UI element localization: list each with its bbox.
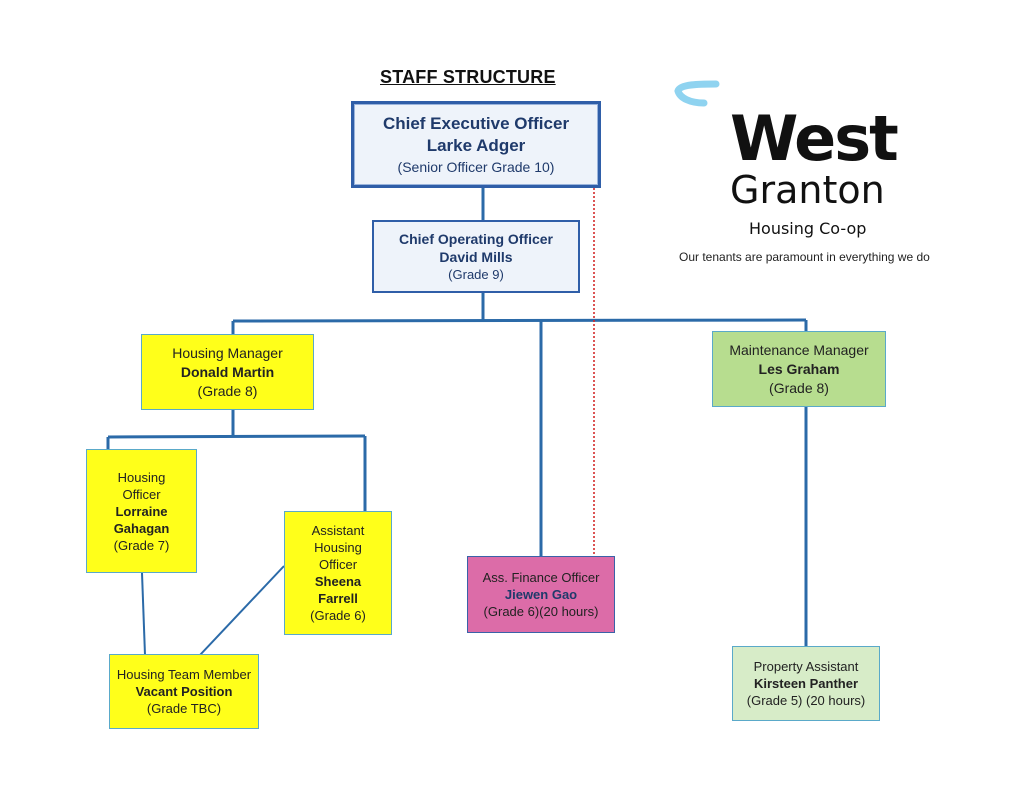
finance-officer-role: Ass. Finance Officer xyxy=(482,570,600,585)
property-assistant-role: Property Assistant xyxy=(753,659,859,674)
maintenance-manager-grade: (Grade 8) xyxy=(769,379,829,396)
finance-officer-name: Jiewen Gao xyxy=(504,587,578,602)
housing-manager-grade: (Grade 8) xyxy=(197,382,258,399)
logo-granton: Granton xyxy=(730,168,885,212)
connector-manager-bus xyxy=(232,318,807,323)
finance-officer-grade: (Grade 6)(20 hours) xyxy=(483,604,599,619)
ceo-name: Larke Adger xyxy=(426,136,526,155)
housing-officer-role-2: Officer xyxy=(122,486,161,502)
node-coo: Chief Operating Officer David Mills (Gra… xyxy=(372,220,580,293)
node-property-assistant: Property Assistant Kirsteen Panther (Gra… xyxy=(732,646,880,721)
coo-name: David Mills xyxy=(439,249,513,265)
housing-officer-name-2: Gahagan xyxy=(113,520,170,536)
connector-officer-team-member xyxy=(141,572,146,656)
coo-grade: (Grade 9) xyxy=(448,267,504,282)
ceo-grade: (Senior Officer Grade 10) xyxy=(397,159,555,175)
maintenance-manager-role: Maintenance Manager xyxy=(729,341,869,358)
node-finance-officer: Ass. Finance Officer Jiewen Gao (Grade 6… xyxy=(467,556,615,633)
logo-housing-coop: Housing Co-op xyxy=(749,219,867,238)
connector-assistant-team-member xyxy=(199,565,285,656)
housing-officer-name-1: Lorraine xyxy=(115,503,168,519)
assistant-officer-role-1: Assistant xyxy=(311,523,365,538)
team-member-grade: (Grade TBC) xyxy=(146,701,222,716)
assistant-officer-grade: (Grade 6) xyxy=(310,608,366,623)
node-housing-officer: Housing Officer Lorraine Gahagan (Grade … xyxy=(86,449,197,573)
assistant-officer-role-3: Officer xyxy=(318,557,358,572)
logo-tagline: Our tenants are paramount in everything … xyxy=(679,250,930,264)
maintenance-manager-name: Les Graham xyxy=(758,360,840,377)
logo-arrow-icon xyxy=(674,80,720,107)
connector-officer-bus xyxy=(107,434,366,439)
ceo-role: Chief Executive Officer xyxy=(382,114,570,133)
node-ceo: Chief Executive Officer Larke Adger (Sen… xyxy=(351,101,601,188)
property-assistant-name: Kirsteen Panther xyxy=(753,676,859,691)
housing-officer-role-1: Housing xyxy=(117,469,166,485)
node-housing-team-member: Housing Team Member Vacant Position (Gra… xyxy=(109,654,259,729)
logo-west: West xyxy=(730,102,899,175)
team-member-name: Vacant Position xyxy=(135,684,233,699)
node-housing-manager: Housing Manager Donald Martin (Grade 8) xyxy=(141,334,314,410)
assistant-officer-role-2: Housing xyxy=(314,540,362,555)
assistant-officer-name-2: Farrell xyxy=(318,591,358,606)
housing-manager-role: Housing Manager xyxy=(172,344,283,361)
page-title: STAFF STRUCTURE xyxy=(380,67,556,87)
node-assistant-housing-officer: Assistant Housing Officer Sheena Farrell… xyxy=(284,511,392,635)
coo-role: Chief Operating Officer xyxy=(398,231,554,247)
node-maintenance-manager: Maintenance Manager Les Graham (Grade 8) xyxy=(712,331,886,407)
assistant-officer-name-1: Sheena xyxy=(314,574,362,589)
property-assistant-grade: (Grade 5) (20 hours) xyxy=(746,693,866,708)
team-member-role: Housing Team Member xyxy=(116,667,252,682)
housing-officer-grade: (Grade 7) xyxy=(113,537,170,553)
housing-manager-name: Donald Martin xyxy=(180,363,275,380)
